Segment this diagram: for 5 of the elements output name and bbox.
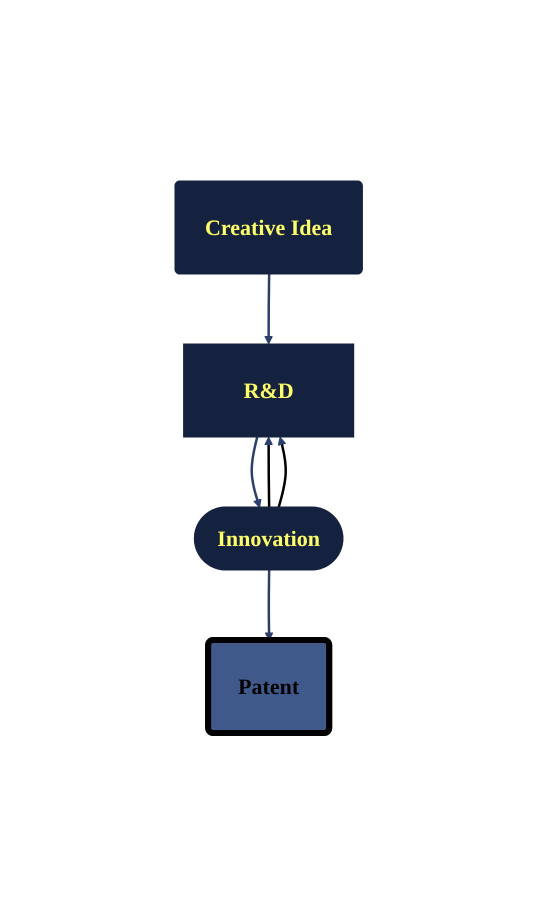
arrow [264, 436, 273, 508]
node-box [182, 344, 354, 438]
arrow [264, 274, 273, 344]
arrow [277, 436, 287, 508]
arrow [250, 436, 262, 508]
